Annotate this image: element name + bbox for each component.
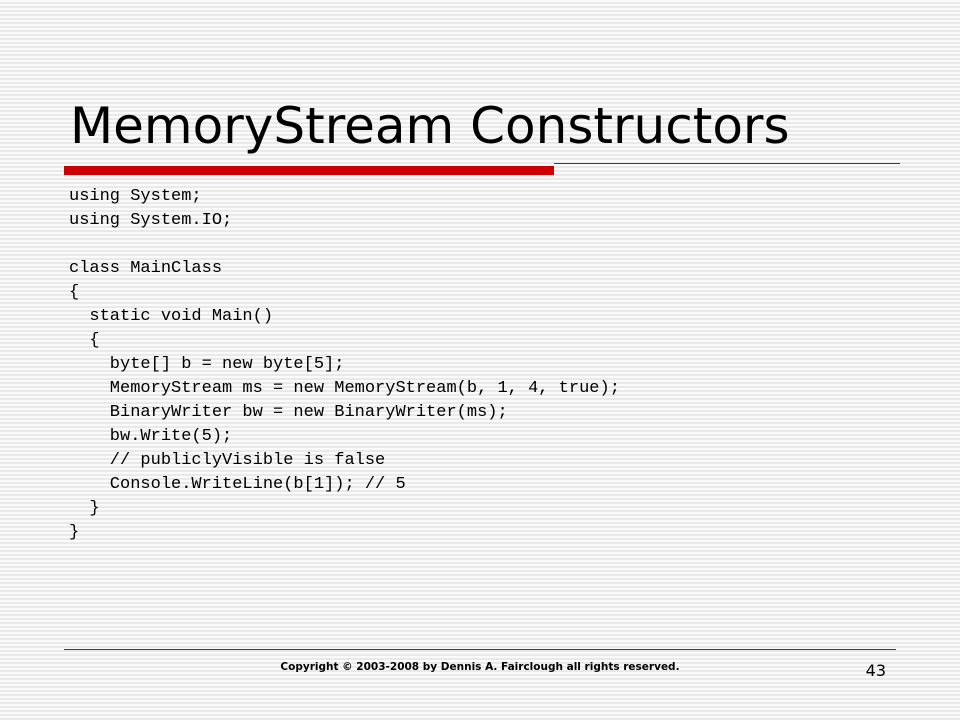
code-line: byte[] b = new byte[5]; (69, 355, 345, 374)
page-number: 43 (865, 661, 886, 680)
title-underline-rule (554, 163, 900, 164)
code-line: bw.Write(5); (69, 427, 233, 446)
code-line: } (69, 523, 80, 542)
code-line: } (69, 499, 100, 518)
slide-title: MemoryStream Constructors (70, 97, 790, 155)
code-line: Console.WriteLine(b[1]); // 5 (69, 475, 406, 494)
code-line: { (69, 331, 100, 350)
copyright-notice: Copyright © 2003-2008 by Dennis A. Fairc… (280, 661, 680, 673)
code-line: { (69, 283, 80, 302)
code-line: class MainClass (69, 259, 223, 278)
footer-rule (64, 649, 896, 650)
code-line: using System.IO; (69, 211, 233, 230)
code-line: // publiclyVisible is false (69, 451, 386, 470)
code-line: BinaryWriter bw = new BinaryWriter(ms); (69, 403, 508, 422)
title-accent-bar (64, 166, 554, 175)
code-line: static void Main() (69, 307, 274, 326)
code-line: using System; (69, 187, 202, 206)
code-line: MemoryStream ms = new MemoryStream(b, 1,… (69, 379, 620, 398)
code-block: using System; using System.IO; class Mai… (69, 185, 620, 545)
